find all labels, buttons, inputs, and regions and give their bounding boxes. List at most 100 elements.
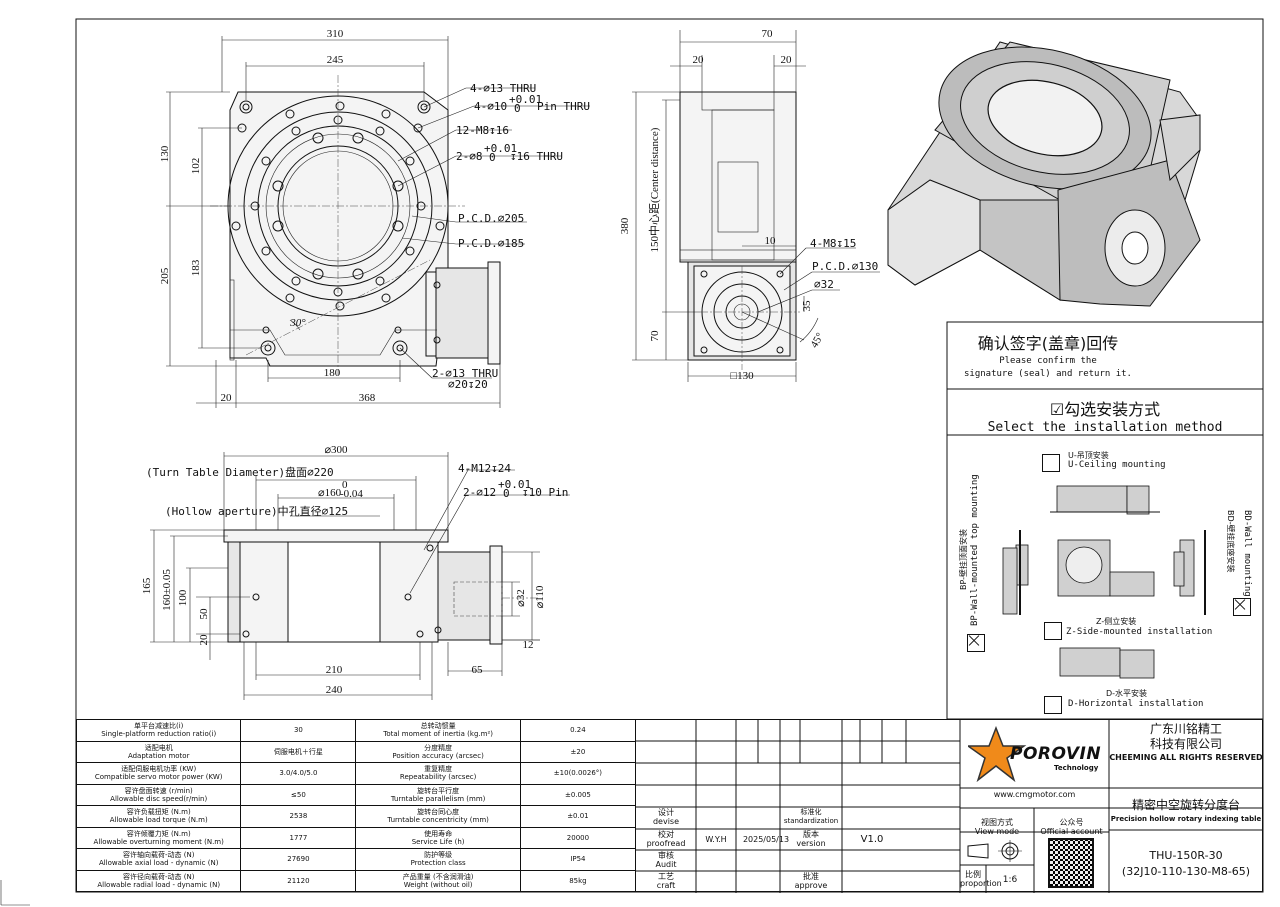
spec-value-left-text: 30 <box>293 726 303 735</box>
spec-value-left-text: 伺服电机＋行星 <box>273 747 323 756</box>
confirm-line1: Please confirm the <box>999 356 1097 366</box>
tb-product-en: Precision hollow rotary indexing table <box>1110 815 1262 823</box>
dim-side-35: 35 <box>801 300 813 312</box>
spec-row: 适配伺服电机功率 (KW)Compatible servo motor powe… <box>75 762 637 785</box>
spec-value-right: ±0.005 <box>519 783 637 806</box>
callout-4-m12: 4-M12↧24 <box>458 462 511 475</box>
spec-value-right-text: IP54 <box>570 855 586 864</box>
option-u-en: U-Ceiling mounting <box>1068 460 1166 470</box>
dim-side-380: 380 <box>619 217 631 234</box>
dim-130: 130 <box>159 145 171 162</box>
spec-label-right-text: 重复精度 <box>424 765 453 774</box>
spec-label-right-text: Total moment of inertia (kg.m²) <box>383 730 493 739</box>
spec-label-left-text: 容许径向载荷-动态 (N) <box>122 872 195 881</box>
spec-label-right-text: 使用寿命 <box>424 829 453 838</box>
tb-product-cn: 精密中空旋转分度台 <box>1131 798 1240 812</box>
top-view: 310 245 130 102 205 183 180 20 368 30° 4… <box>159 28 590 408</box>
qr-code-icon[interactable] <box>1048 838 1094 888</box>
side-view: 70 20 20 380 150中心距(Center distance) 70 … <box>619 28 880 382</box>
dim-side-10: 10 <box>765 235 777 247</box>
spec-value-left: 30 <box>240 719 357 742</box>
option-z-en: Z-Side-mounted installation <box>1066 627 1213 637</box>
spec-value-left: 2538 <box>240 805 357 828</box>
spec-label-left: 单平台减速比(i)Single-platform reduction ratio… <box>75 719 242 742</box>
option-z[interactable]: Z-侧立安装 Z-Side-mounted installation <box>1044 617 1212 640</box>
checkbox-bd[interactable] <box>1233 598 1251 616</box>
spec-value-right: IP54 <box>519 848 637 871</box>
checkbox-d[interactable] <box>1044 695 1062 714</box>
spec-label-right-text: 分度精度 <box>424 743 453 752</box>
spec-label-right-text: Repeatability (arcsec) <box>399 773 477 782</box>
spec-label-right-text: 旋转台同心度 <box>417 808 460 817</box>
spec-value-right-text: 20000 <box>566 833 590 842</box>
spec-label-right-text: 防护等级 <box>424 851 453 860</box>
projection-symbol-icon <box>967 840 1022 862</box>
spec-label-left: 容许轴向载荷-动态 (N)Allowable axial load - dyna… <box>75 848 242 871</box>
spec-row: 容许轴向载荷-动态 (N)Allowable axial load - dyna… <box>75 848 637 871</box>
dim-side-70: 70 <box>762 28 774 40</box>
callout-2-12-tol0: 0 <box>503 487 510 500</box>
spec-value-left-text: 1777 <box>289 833 308 842</box>
spec-label-right-text: Service Life (h) <box>411 837 465 846</box>
spec-value-left-text: 27690 <box>287 855 310 864</box>
callout-2-12-tol: +0.01 <box>498 478 531 491</box>
checkbox-z[interactable] <box>1044 621 1062 640</box>
option-bd-cn: BD-壁挂底座安装 <box>1226 510 1235 573</box>
callout-16-thru: ↧16 THRU <box>510 150 563 163</box>
spec-row: 容许负载扭矩 (N.m)Allowable load torque (N.m)2… <box>75 805 637 828</box>
dim-square-130: □130 <box>730 370 754 382</box>
option-u-cn: U-吊顶安装 <box>1068 451 1109 460</box>
spec-value-left-text: 21120 <box>287 876 310 885</box>
dim-50: 50 <box>198 608 210 620</box>
dim-turn-table: (Turn Table Diameter)盘面⌀220 <box>146 465 334 479</box>
spec-label-right-text: Position accuracy (arcsec) <box>392 751 484 760</box>
logo-sub: Technology <box>1054 764 1099 772</box>
spec-label-right-text: Protection class <box>410 859 466 868</box>
spec-value-right-text: ±10(0.0026°) <box>553 769 603 778</box>
isometric-view <box>887 41 1201 307</box>
dim-d32-front: ⌀32 <box>515 589 527 607</box>
callout-20-20: ⌀20↧20 <box>448 378 488 391</box>
right-panel <box>946 321 1264 720</box>
option-d[interactable]: D-水平安装 D-Horizontal installation <box>1044 689 1203 714</box>
spec-value-right-text: ±20 <box>570 747 586 756</box>
spec-label-left-text: 容许负载扭矩 (N.m) <box>126 808 191 817</box>
tb-proof-name: W.Y.H <box>705 835 727 844</box>
spec-label-left: 适配伺服电机功率 (KW)Compatible servo motor powe… <box>75 762 242 785</box>
dim-side-70v: 70 <box>649 330 661 342</box>
callout-12-m8: 12-M8↧16 <box>456 124 509 137</box>
spec-label-right-text: Turntable parallelism (mm) <box>390 794 486 803</box>
spec-value-right-text: 85kg <box>569 876 587 885</box>
dim-hollow-aperture: (Hollow aperture)中孔直径⌀125 <box>165 504 348 518</box>
option-bp-en: BP-Wall-mounted top mounting <box>970 474 980 626</box>
checkbox-u[interactable] <box>1042 453 1060 472</box>
spec-value-left: 21120 <box>240 869 357 892</box>
dim-65: 65 <box>472 664 484 676</box>
callout-4-10: 4-⌀10 <box>474 100 507 113</box>
spec-value-left-text: 2538 <box>289 812 308 821</box>
option-d-en: D-Horizontal installation <box>1068 699 1204 709</box>
tb-model: THU-150R-30(32J10-110-130-M8-65) <box>1121 849 1251 878</box>
spec-value-left: ≤50 <box>240 783 357 806</box>
spec-value-right: 0.24 <box>519 719 637 742</box>
spec-label-left-text: Allowable disc speed(r/min) <box>110 794 208 803</box>
spec-label-right-text: Turntable concentricity (mm) <box>387 816 489 825</box>
dim-160-tol: 160±0.05 <box>161 569 173 611</box>
option-u[interactable]: U-吊顶安装 U-Ceiling mounting <box>1042 451 1166 472</box>
install-header: ☑勾选安装方式 Select the installation method <box>948 396 1262 435</box>
tb-proof-date: 2025/05/13 <box>742 835 790 844</box>
option-z-cn: Z-侧立安装 <box>1096 617 1137 626</box>
spec-label-right-text: Weight (without oil) <box>403 880 473 889</box>
title-block-grid <box>636 720 1263 893</box>
checkbox-bp[interactable] <box>967 634 985 652</box>
